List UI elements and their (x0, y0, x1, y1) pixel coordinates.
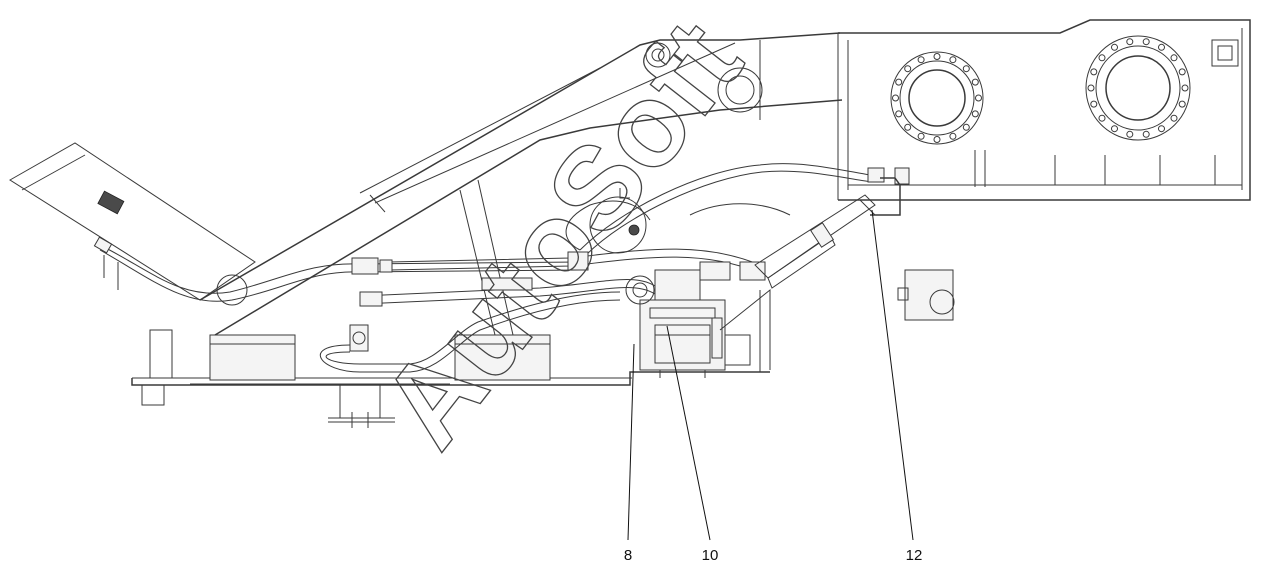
bolt-hole (1126, 130, 1134, 138)
bolt-hole (1111, 125, 1118, 133)
leader-8 (627, 343, 635, 541)
bolt-hole (933, 53, 941, 60)
bolt-hole (1098, 114, 1106, 122)
bolt-hole (1178, 100, 1186, 108)
flange-ring-right (1085, 35, 1191, 141)
callout-12: 12 (906, 547, 923, 564)
leader-12 (871, 209, 914, 541)
bolt-hole (971, 78, 979, 86)
bolt-hole (892, 94, 899, 102)
bolt-hole (1170, 54, 1178, 62)
bolt-hole (962, 123, 970, 131)
hose-fittings (93, 167, 910, 352)
callout-labels: 8 10 12 (624, 547, 923, 564)
bolt-hole (904, 123, 912, 131)
bolt-hole (1142, 130, 1150, 138)
detached-pump (897, 269, 955, 321)
bolt-hole (904, 65, 912, 73)
bolt-hole (1098, 54, 1106, 62)
bolt-hole (1142, 38, 1150, 46)
bolt-hole (895, 110, 903, 118)
watermark: AutoSoft (356, 0, 767, 471)
flange-ring-left (890, 51, 984, 145)
bolt-hole (1178, 68, 1186, 76)
bolt-hole (1090, 68, 1098, 76)
inclined-chute (9, 142, 256, 306)
right-housing (837, 19, 1251, 201)
bolt-hole (1181, 84, 1189, 92)
hydraulic-tank (589, 188, 647, 254)
angled-cylinder (754, 194, 876, 289)
base-frame (131, 329, 770, 406)
support-bracket (328, 385, 395, 428)
bolt-hole (1158, 125, 1165, 133)
bolt-hole (1087, 84, 1095, 92)
bolt-hole (1170, 114, 1178, 122)
bolt-hole (1158, 43, 1165, 51)
bolt-hole (917, 56, 925, 64)
bolt-hole (975, 94, 982, 102)
boom-arm (199, 32, 843, 336)
leader-10 (666, 325, 711, 541)
callout-10: 10 (702, 547, 719, 564)
bolt-hole (1090, 100, 1098, 108)
bolt-hole (895, 78, 903, 86)
callout-8: 8 (624, 547, 632, 564)
bolt-hole (949, 56, 957, 64)
bolt-hole (1111, 43, 1118, 51)
bolt-hole (933, 136, 941, 143)
bolt-hole (917, 132, 925, 140)
bolt-hole (971, 110, 979, 118)
pump-assembly (625, 269, 771, 378)
bolt-hole (1126, 38, 1134, 46)
bolt-hole (949, 132, 957, 140)
leader-lines (627, 209, 914, 541)
bolt-hole (962, 65, 970, 73)
